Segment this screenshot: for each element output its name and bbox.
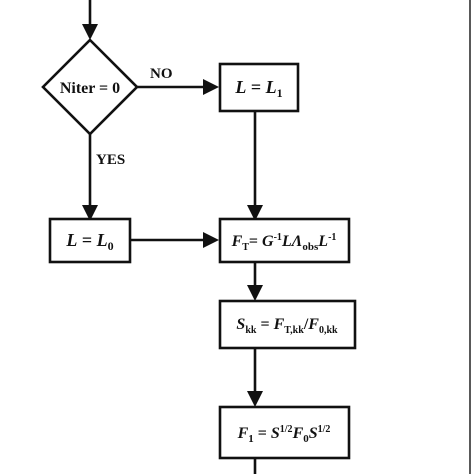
arrowhead-l1-to-ft — [247, 205, 263, 221]
arrowhead-no — [203, 79, 219, 95]
box-set-l1 — [218, 62, 300, 113]
box-set-l0 — [48, 217, 132, 264]
decision-condition: Niter = 0 — [60, 80, 120, 97]
box-set-l0-text: L = L0 — [65, 230, 113, 253]
decision-diamond — [41, 38, 139, 136]
label-yes: YES — [96, 152, 125, 168]
arrowhead-yes — [82, 205, 98, 221]
box-compute-f1-text: F1 = S1/2F0S1/2 — [237, 424, 331, 445]
box-compute-s-text: Skk = FT,kk/F0,kk — [236, 316, 338, 336]
arrowheads — [82, 24, 263, 407]
label-no: NO — [150, 66, 173, 82]
box-compute-ft-text: FT= G-1LΛobsL-1 — [231, 232, 337, 253]
box-compute-s — [218, 299, 357, 350]
box-set-l1-text: L = L1 — [234, 77, 282, 100]
arrowhead-entry — [82, 24, 98, 40]
box-compute-ft — [218, 217, 351, 264]
arrowhead-s-to-f1 — [247, 391, 263, 407]
box-compute-f1 — [218, 405, 351, 460]
arrowhead-ft-to-s — [247, 285, 263, 301]
arrowhead-l0-to-ft — [203, 232, 219, 248]
